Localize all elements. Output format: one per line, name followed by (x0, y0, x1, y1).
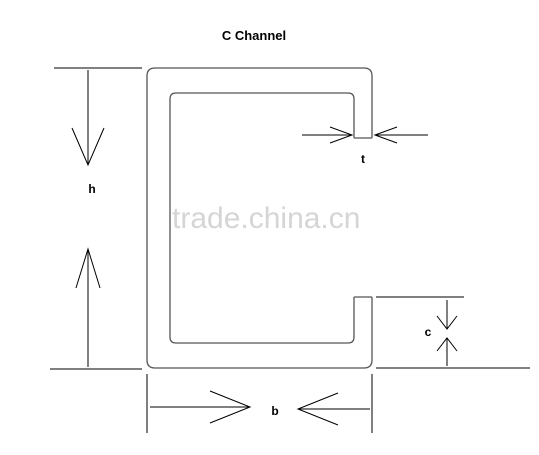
channel-inner-contour (169, 92, 355, 344)
width-dimension (146, 374, 373, 433)
height-label: h (88, 182, 95, 196)
diagram-title: C Channel (222, 28, 286, 43)
lip-label: c (425, 325, 432, 339)
thickness-dimension (302, 126, 428, 144)
thickness-label: t (361, 152, 365, 166)
width-label: b (271, 404, 278, 418)
channel-outer-contour (146, 67, 373, 369)
watermark: trade.china.cn (172, 202, 360, 235)
lip-dimension (376, 296, 530, 369)
height-dimension (50, 67, 142, 370)
